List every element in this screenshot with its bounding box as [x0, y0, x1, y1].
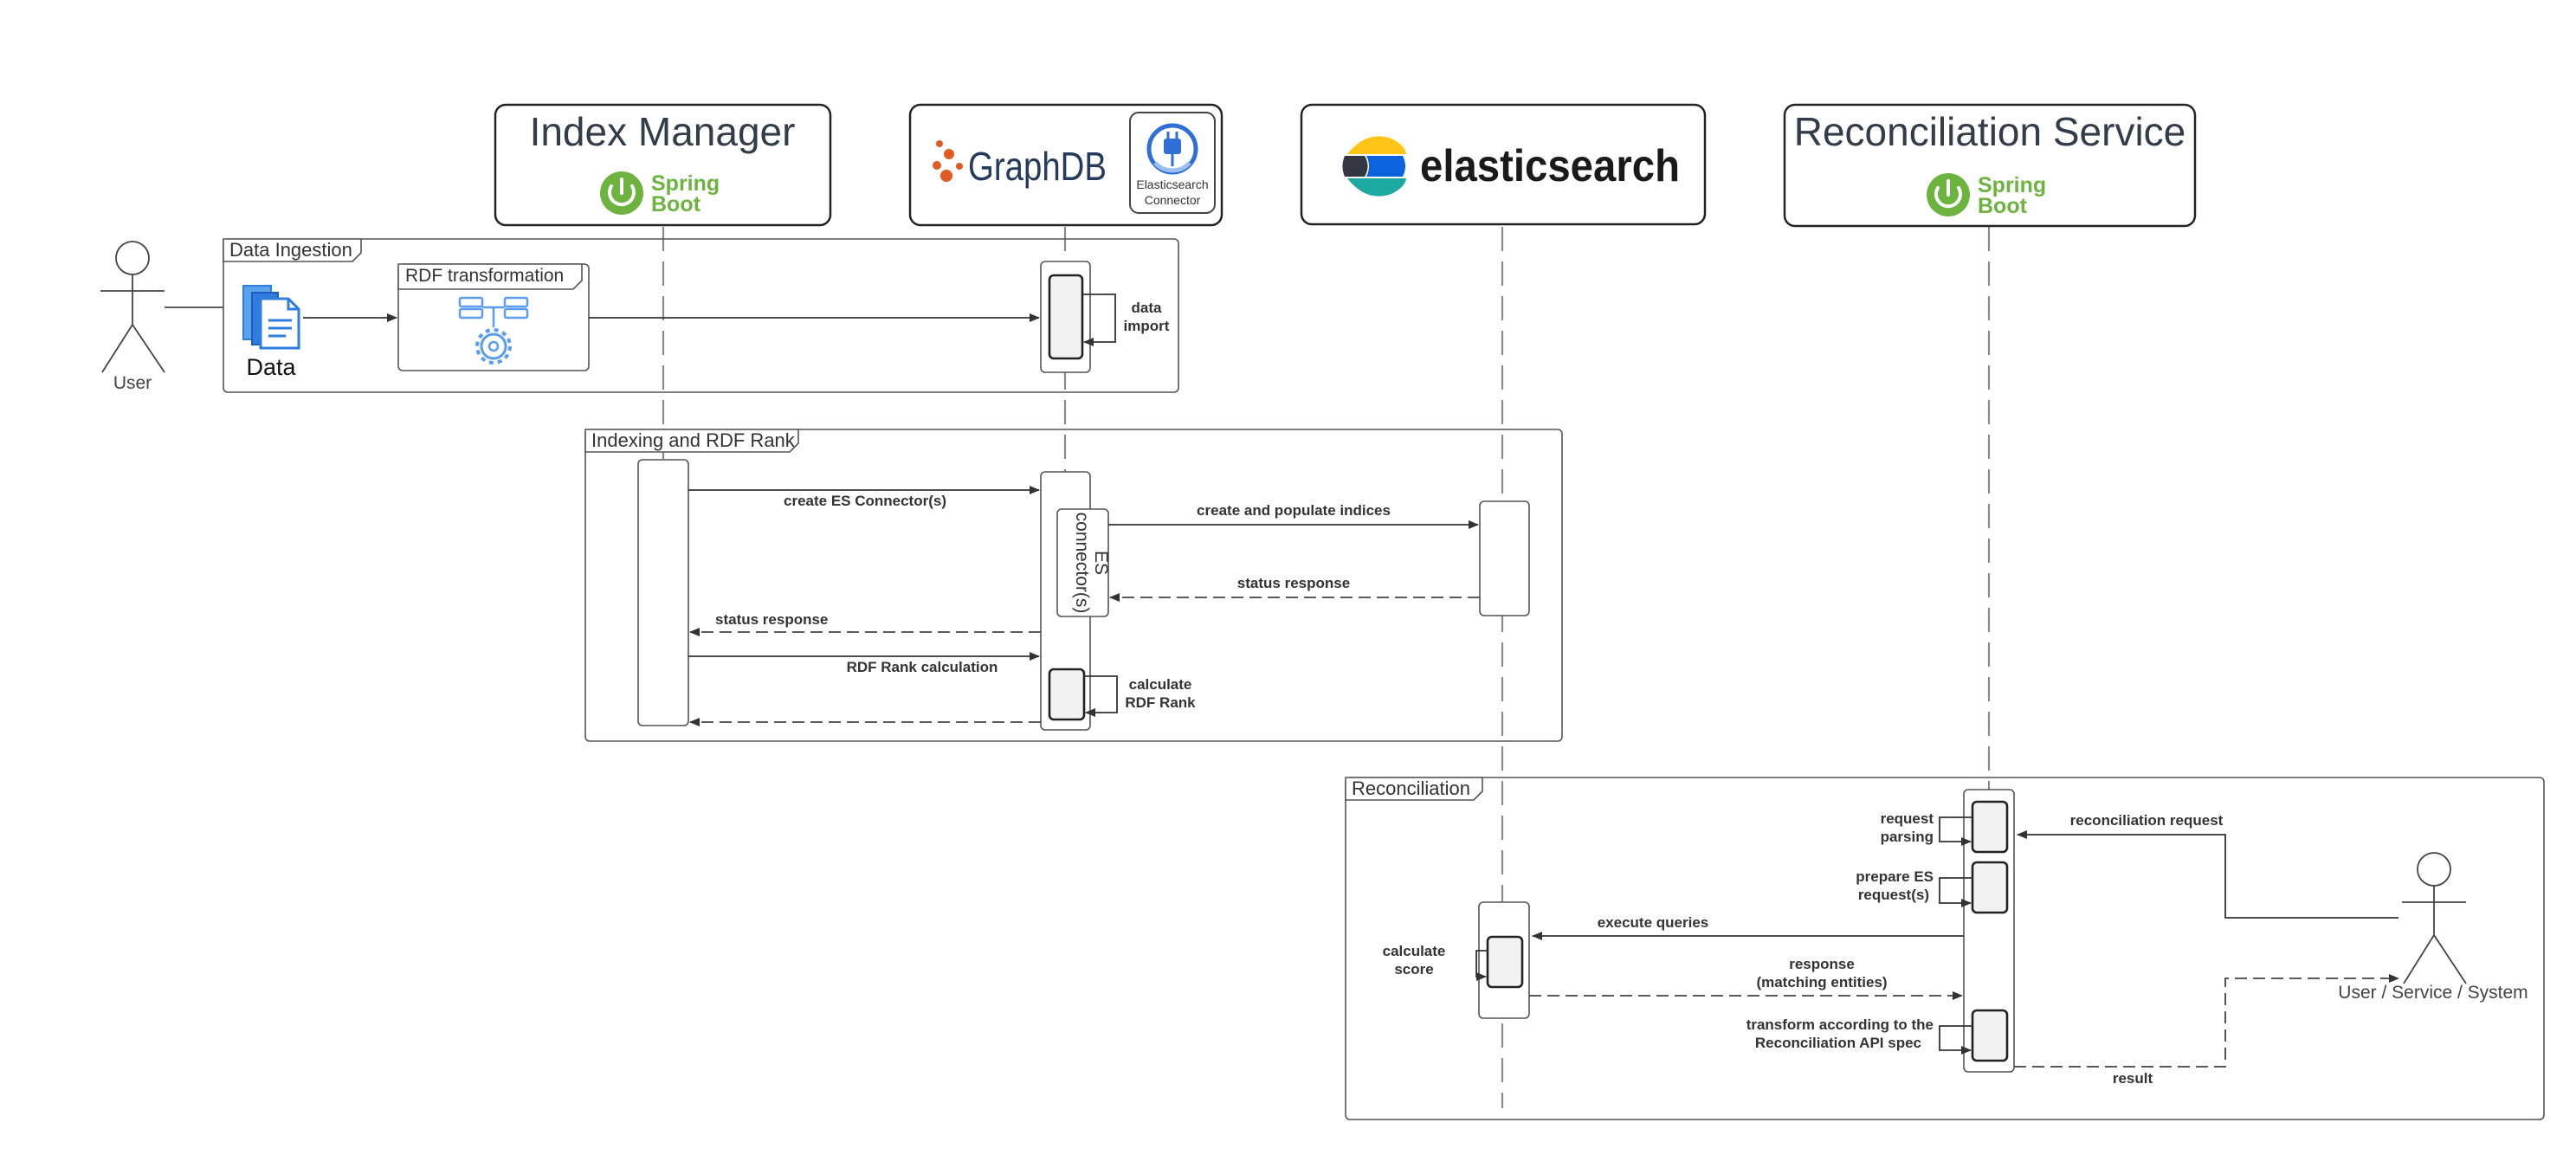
calc-rank-label-line1: calculate: [1129, 676, 1192, 693]
response-label-line1: response: [1789, 956, 1855, 972]
arrow-data-import-self: [1082, 294, 1116, 346]
response-label-line2: (matching entities): [1756, 974, 1887, 990]
es-connector-label-line2: connector(s): [1072, 513, 1092, 614]
prepare-label-line1: prepare ES: [1856, 868, 1934, 885]
transform-label-line2: Reconciliation API spec: [1755, 1035, 1921, 1051]
frame-data-ingestion: Data Ingestion: [223, 238, 1179, 393]
elasticsearch-activation-score: [1486, 935, 1524, 989]
data-label: Data: [246, 354, 296, 380]
rdf-transformation-label: RDF transformation: [405, 266, 564, 286]
status-response-gdb-label: status response: [715, 611, 828, 628]
arrow-result: [2014, 974, 2399, 1068]
arrow-request-parsing-self: [1939, 816, 1972, 846]
frame-reconciliation: Reconciliation: [1345, 777, 2545, 1120]
index-manager-badge-line2: Boot: [651, 192, 701, 216]
elasticsearch-logo-icon: [1342, 136, 1406, 197]
reconciliation-service-title: Reconciliation Service: [1794, 109, 2186, 154]
reconciliation-badge-line2: Boot: [1978, 194, 2028, 218]
elasticsearch-activation-indexing: [1479, 500, 1530, 616]
arrow-calculate-rdf-rank-self: [1084, 675, 1118, 717]
rdf-transformation-box[interactable]: RDF transformation: [397, 263, 590, 371]
actor-user[interactable]: User: [100, 241, 165, 393]
graphdb-dots-icon: [933, 140, 963, 182]
rdf-rank-calc-label: RDF Rank calculation: [847, 659, 998, 675]
elasticsearch-logo-text: elasticsearch: [1420, 141, 1680, 191]
create-es-connectors-label: create ES Connector(s): [784, 493, 946, 509]
parsing-label-line1: request: [1881, 810, 1934, 827]
reconciliation-activation: [1963, 789, 2015, 1073]
connector-plug-icon: [1146, 123, 1198, 175]
arrow-reconciliation-request: [2017, 830, 2398, 919]
transformation-gear-icon: [458, 296, 529, 365]
index-manager-title: Index Manager: [530, 109, 796, 154]
arrow-transform-self: [1939, 1025, 1972, 1055]
transform-label-line1: transform according to the: [1746, 1016, 1934, 1033]
reconciliation-activation-transform: [1971, 1009, 2009, 1062]
actor-user-service-system[interactable]: User / Service / System: [2338, 852, 2528, 1003]
reconciliation-activation-prepare: [1971, 861, 2009, 914]
graphdb-activation-rank: [1048, 668, 1086, 721]
frame-data-ingestion-title: Data Ingestion: [229, 239, 352, 261]
reconciliation-activation-parsing: [1971, 800, 2009, 854]
data-documents-icon: [242, 285, 300, 350]
data-import-label-line2: import: [1124, 318, 1170, 334]
arrow-prepare-es-self: [1939, 877, 1972, 907]
calc-rank-label-line2: RDF Rank: [1125, 694, 1196, 711]
participant-reconciliation-service[interactable]: Reconciliation Service Spring Boot: [1783, 103, 2197, 228]
graphdb-logo-text: GraphDB: [968, 144, 1107, 189]
connector-label-line1: Elasticsearch: [1136, 177, 1208, 191]
parsing-label-line2: parsing: [1881, 829, 1934, 845]
result-label: result: [2113, 1070, 2153, 1087]
reconciliation-badge-line1: Spring: [1978, 173, 2046, 197]
frame-reconciliation-title: Reconciliation: [1352, 778, 1470, 799]
graphdb-activation-import-inner: [1048, 274, 1084, 360]
es-connector-box[interactable]: ES connector(s): [1056, 508, 1111, 617]
reconciliation-request-label: reconciliation request: [2070, 812, 2224, 829]
data-import-label-line1: data: [1132, 300, 1163, 316]
es-connector-label-line1: ES: [1091, 551, 1111, 575]
actor-system-label: User / Service / System: [2338, 983, 2528, 1003]
score-label-line1: calculate: [1383, 943, 1446, 959]
participant-elasticsearch[interactable]: elasticsearch: [1300, 103, 1707, 226]
arrow-calculate-score-self: [1475, 950, 1488, 981]
spring-boot-icon: [1927, 173, 1970, 216]
frame-indexing-title: Indexing and RDF Rank: [591, 429, 796, 451]
actor-user-label: User: [113, 373, 152, 393]
status-response-es-label: status response: [1237, 575, 1350, 591]
participant-index-manager[interactable]: Index Manager Spring Boot: [494, 103, 832, 227]
frame-indexing-rdf-rank: Indexing and RDF Rank: [584, 429, 1563, 742]
prepare-label-line2: request(s): [1858, 887, 1929, 903]
create-populate-label: create and populate indices: [1197, 502, 1391, 519]
score-label-line2: score: [1394, 961, 1433, 978]
execute-queries-label: execute queries: [1598, 914, 1709, 931]
index-manager-badge-line1: Spring: [651, 171, 720, 196]
connector-label-line2: Connector: [1145, 193, 1201, 207]
participant-graphdb[interactable]: GraphDB Elasticsearch Connector: [908, 103, 1223, 227]
elasticsearch-connector-card[interactable]: Elasticsearch Connector: [1129, 112, 1216, 214]
index-manager-activation: [637, 459, 689, 726]
spring-boot-icon: [600, 171, 643, 215]
